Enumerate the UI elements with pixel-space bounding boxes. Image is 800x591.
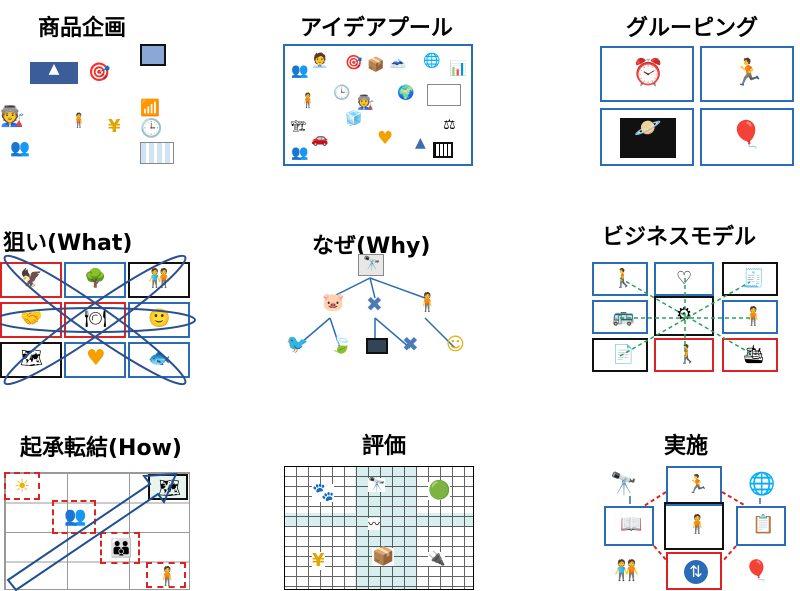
- panel-title: 評価: [362, 428, 406, 460]
- root-node: 🔭: [358, 254, 384, 276]
- target-icon: ⚖: [443, 118, 456, 132]
- diagram-icon: [427, 84, 461, 106]
- solar-system-icon: 🪐: [620, 118, 676, 158]
- panel-product-planning: 商品企画 ▲ 🎯 🧑‍🏭 🧍 ¥ 📶 🕒 👥: [0, 0, 260, 195]
- people-icon: 👥: [291, 64, 308, 78]
- car-icon: 🚗: [311, 132, 328, 146]
- panel-title: アイデアプール: [300, 10, 453, 42]
- box-icon: 🧊: [345, 112, 362, 126]
- chart-icon: 📊: [449, 62, 466, 76]
- why-tree-lines: [270, 198, 530, 393]
- group-cell: 🪐: [600, 108, 694, 166]
- chart-icon: 〰: [368, 518, 380, 530]
- balloons-icon: 🎈: [730, 122, 762, 148]
- structure-arrow: [0, 396, 260, 591]
- yen-icon: ¥: [108, 118, 121, 136]
- panel-idea-pool: アイデアプール 👥 🧑‍💼 🎯 📦 🗻 🌐 📊 🧍 🕒 🧑‍🏭 🌍 🏗 🧊 ♥ …: [270, 0, 530, 195]
- group-cell: ⏰: [600, 46, 694, 102]
- runner-icon: 🏃: [732, 60, 764, 86]
- box-icon: 📦: [372, 548, 394, 566]
- idea-pool-frame: 👥 🧑‍💼 🎯 📦 🗻 🌐 📊 🧍 🕒 🧑‍🏭 🌍 🏗 🧊 ♥ 🚗 ▲ 👥 ⚖: [283, 44, 473, 166]
- heart-icon: ♥: [377, 130, 393, 148]
- cross-icon: ✖: [402, 334, 419, 354]
- worker-icon: 🧑‍🏭: [0, 106, 25, 126]
- group-cell: 🏃: [700, 46, 794, 102]
- process-arrows: [540, 396, 800, 591]
- panel-business-model: ビジネスモデル 🚶 ♡ 🧾 🚌 ⚙ 🧍 📄 🚶 🛳: [540, 198, 800, 393]
- panel-why: なぜ(Why) 🔭 🐷 ✖ 🧍 🐦 🍃 ✖ ☺: [270, 198, 530, 393]
- lens-icon: 🟢: [428, 482, 450, 500]
- people-icon: 🧍: [70, 114, 87, 128]
- chart-icon: 📶: [140, 100, 160, 116]
- target-icon: 🎯: [345, 56, 362, 70]
- machine-icon: 🐾: [312, 484, 334, 502]
- globe-icon: 🌍: [397, 86, 414, 100]
- mountain-icon: 🗻: [389, 54, 406, 68]
- group-cell: 🎈: [700, 108, 794, 166]
- panel-execution: 実施 🔭 🏃 🌐 📖 🧍 📋 ⇅ 🧑‍🤝‍🧑 🎈: [540, 396, 800, 591]
- box-icon: 📦: [367, 58, 384, 72]
- clock-icon: 🕒: [140, 120, 162, 138]
- smiley-icon: ☺: [446, 336, 465, 354]
- image-node: [366, 338, 388, 354]
- chart-icon: 🏗: [291, 120, 306, 132]
- pyramid-icon: ▲: [415, 136, 426, 150]
- worker-icon: 🧑‍💼: [311, 54, 328, 68]
- panel-structure: 起承転結(How) ☀ 👥 👪 🧍 🗺: [0, 396, 260, 591]
- globe-icon: 🌐: [423, 54, 440, 68]
- cable-icon: 🔌: [428, 552, 445, 566]
- panel-title: 商品企画: [38, 10, 126, 42]
- panel-grouping: グルーピング ⏰ 🏃 🪐 🎈: [540, 0, 800, 195]
- panel-evaluation: 評価 🐾 🔭 🟢 ¥ 〰 📦 🔌: [270, 396, 530, 591]
- people-icon: 🧍: [299, 94, 316, 108]
- leaf-icon: 🍃: [330, 336, 352, 354]
- bird-icon: 🐦: [286, 336, 308, 354]
- panel-title: グルーピング: [626, 10, 758, 42]
- person-icon: 🧍: [416, 294, 438, 312]
- yen-icon: ¥: [312, 552, 325, 570]
- table-icon: [140, 142, 174, 164]
- model-dashed-lines: [540, 198, 800, 393]
- alarm-icon: ⏰: [632, 60, 664, 86]
- panel-aim: 狙い(What) 🦅 🌳 🧑‍🤝‍🧑 🤝 🍽 🙂 🗺 ♥ 🐟: [0, 198, 260, 393]
- worker-icon: 👥: [10, 140, 30, 156]
- telescope-icon: 🔭: [368, 478, 385, 492]
- mountain-icon: ▲: [30, 62, 78, 84]
- target-icon: 🎯: [88, 64, 110, 82]
- box-icon: [140, 44, 166, 66]
- clock-icon: 🕒: [333, 86, 350, 100]
- pig-icon: 🐷: [322, 294, 344, 312]
- telescope-icon: 🔭: [363, 257, 380, 271]
- people-icon: 👥: [291, 146, 308, 160]
- cross-icon: ✖: [366, 294, 383, 314]
- worker-icon: 🧑‍🏭: [357, 96, 374, 110]
- aim-connector-lines: [0, 198, 260, 393]
- grid-icon: [433, 142, 453, 158]
